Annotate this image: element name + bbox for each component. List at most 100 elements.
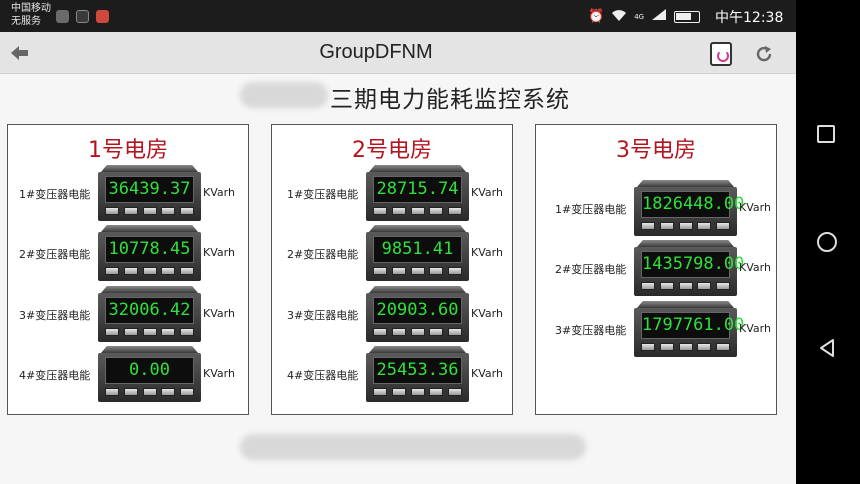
room-title: 3号电房 xyxy=(616,138,696,163)
meter-button xyxy=(659,282,674,290)
meter-button xyxy=(429,207,444,215)
meter-button xyxy=(641,222,655,230)
meter-display: 1826448.00 xyxy=(634,180,744,236)
meter-buttons xyxy=(373,388,462,397)
meter-button xyxy=(641,282,655,290)
meter-body: 1435798.00 xyxy=(634,247,744,296)
system-title-text: 三期电力能耗监控系统 xyxy=(330,87,570,113)
meter-buttons xyxy=(373,328,462,337)
room-title: 2号电房 xyxy=(352,138,432,163)
open-external-icon[interactable] xyxy=(710,42,732,66)
meter-buttons xyxy=(105,388,194,397)
meter-buttons xyxy=(105,267,194,276)
meter-button xyxy=(105,207,119,215)
home-icon[interactable] xyxy=(817,232,837,252)
meter-value: 25453.36 xyxy=(373,357,462,384)
meter-value: 28715.74 xyxy=(373,176,462,203)
meter-label: 4#变压器电能 xyxy=(287,369,359,382)
meter-button xyxy=(410,388,425,396)
meter-button xyxy=(105,328,119,336)
meter-button xyxy=(161,328,176,336)
meter-button xyxy=(716,343,730,351)
meter-button xyxy=(697,222,712,230)
meter-top-bevel xyxy=(369,346,466,353)
meter-body: 10778.45 xyxy=(98,232,201,281)
meter-button xyxy=(697,282,712,290)
meter-value: 1826448.00 xyxy=(641,191,744,218)
meter-body: 1797761.00 xyxy=(634,308,744,357)
meter-button xyxy=(142,207,157,215)
meter-buttons xyxy=(641,343,730,352)
meter-button xyxy=(180,388,194,396)
battery-icon xyxy=(674,11,701,23)
meter-button xyxy=(373,388,387,396)
service-status: 无服务 xyxy=(11,16,41,27)
meter-display: 0.00 xyxy=(98,346,201,402)
meter-label: 3#变压器电能 xyxy=(19,309,91,322)
meter-unit: KVarh xyxy=(471,367,503,380)
meter-button xyxy=(448,328,462,336)
meter-top-bevel xyxy=(637,180,734,187)
meter-button xyxy=(448,207,462,215)
meter-button xyxy=(678,222,693,230)
meter-body: 1826448.00 xyxy=(634,187,744,236)
meter-button xyxy=(659,343,674,351)
meter-unit: KVarh xyxy=(739,322,771,335)
meter-button xyxy=(123,267,138,275)
meter-label: 3#变压器电能 xyxy=(287,309,359,322)
app-bar: GroupDFNM xyxy=(0,32,796,74)
meter-button xyxy=(180,267,194,275)
meter-unit: KVarh xyxy=(203,186,235,199)
system-title: 三期电力能耗监控系统 xyxy=(330,80,570,114)
meter-unit: KVarh xyxy=(739,261,771,274)
back-icon[interactable] xyxy=(817,338,837,358)
refresh-icon[interactable] xyxy=(755,45,773,63)
meter-display: 9851.41 xyxy=(366,225,469,281)
meter-body: 20903.60 xyxy=(366,293,469,342)
meter-button xyxy=(180,207,194,215)
meter-button xyxy=(429,328,444,336)
meter-button xyxy=(373,207,387,215)
meter-label: 1#变压器电能 xyxy=(287,188,359,201)
network-type: 4G xyxy=(634,13,645,21)
wifi-icon xyxy=(611,9,627,26)
meter-value: 9851.41 xyxy=(373,236,462,263)
meter-button xyxy=(678,282,693,290)
recent-apps-icon[interactable] xyxy=(817,125,835,143)
meter-button xyxy=(373,328,387,336)
meter-unit: KVarh xyxy=(471,246,503,259)
meter-value: 1435798.00 xyxy=(641,251,744,278)
meter-button xyxy=(410,328,425,336)
meter-button xyxy=(373,267,387,275)
meter-value: 1797761.00 xyxy=(641,312,744,339)
meter-top-bevel xyxy=(369,165,466,172)
meter-display: 25453.36 xyxy=(366,346,469,402)
meter-button xyxy=(641,343,655,351)
meter-label: 2#变压器电能 xyxy=(555,263,627,276)
meter-top-bevel xyxy=(101,286,198,293)
meter-body: 0.00 xyxy=(98,353,201,402)
meter-button xyxy=(161,267,176,275)
meter-button xyxy=(142,328,157,336)
meter-button xyxy=(123,328,138,336)
meter-button xyxy=(697,343,712,351)
meter-value: 32006.42 xyxy=(105,297,194,324)
meter-button xyxy=(659,222,674,230)
meter-button xyxy=(678,343,693,351)
meter-buttons xyxy=(641,282,730,291)
meter-display: 20903.60 xyxy=(366,286,469,342)
back-arrow-icon[interactable] xyxy=(8,43,30,63)
meter-label: 1#变压器电能 xyxy=(19,188,91,201)
meter-unit: KVarh xyxy=(739,201,771,214)
meter-button xyxy=(105,267,119,275)
meter-display: 1797761.00 xyxy=(634,301,744,357)
meter-button xyxy=(391,328,406,336)
meter-button xyxy=(180,328,194,336)
meter-top-bevel xyxy=(101,225,198,232)
